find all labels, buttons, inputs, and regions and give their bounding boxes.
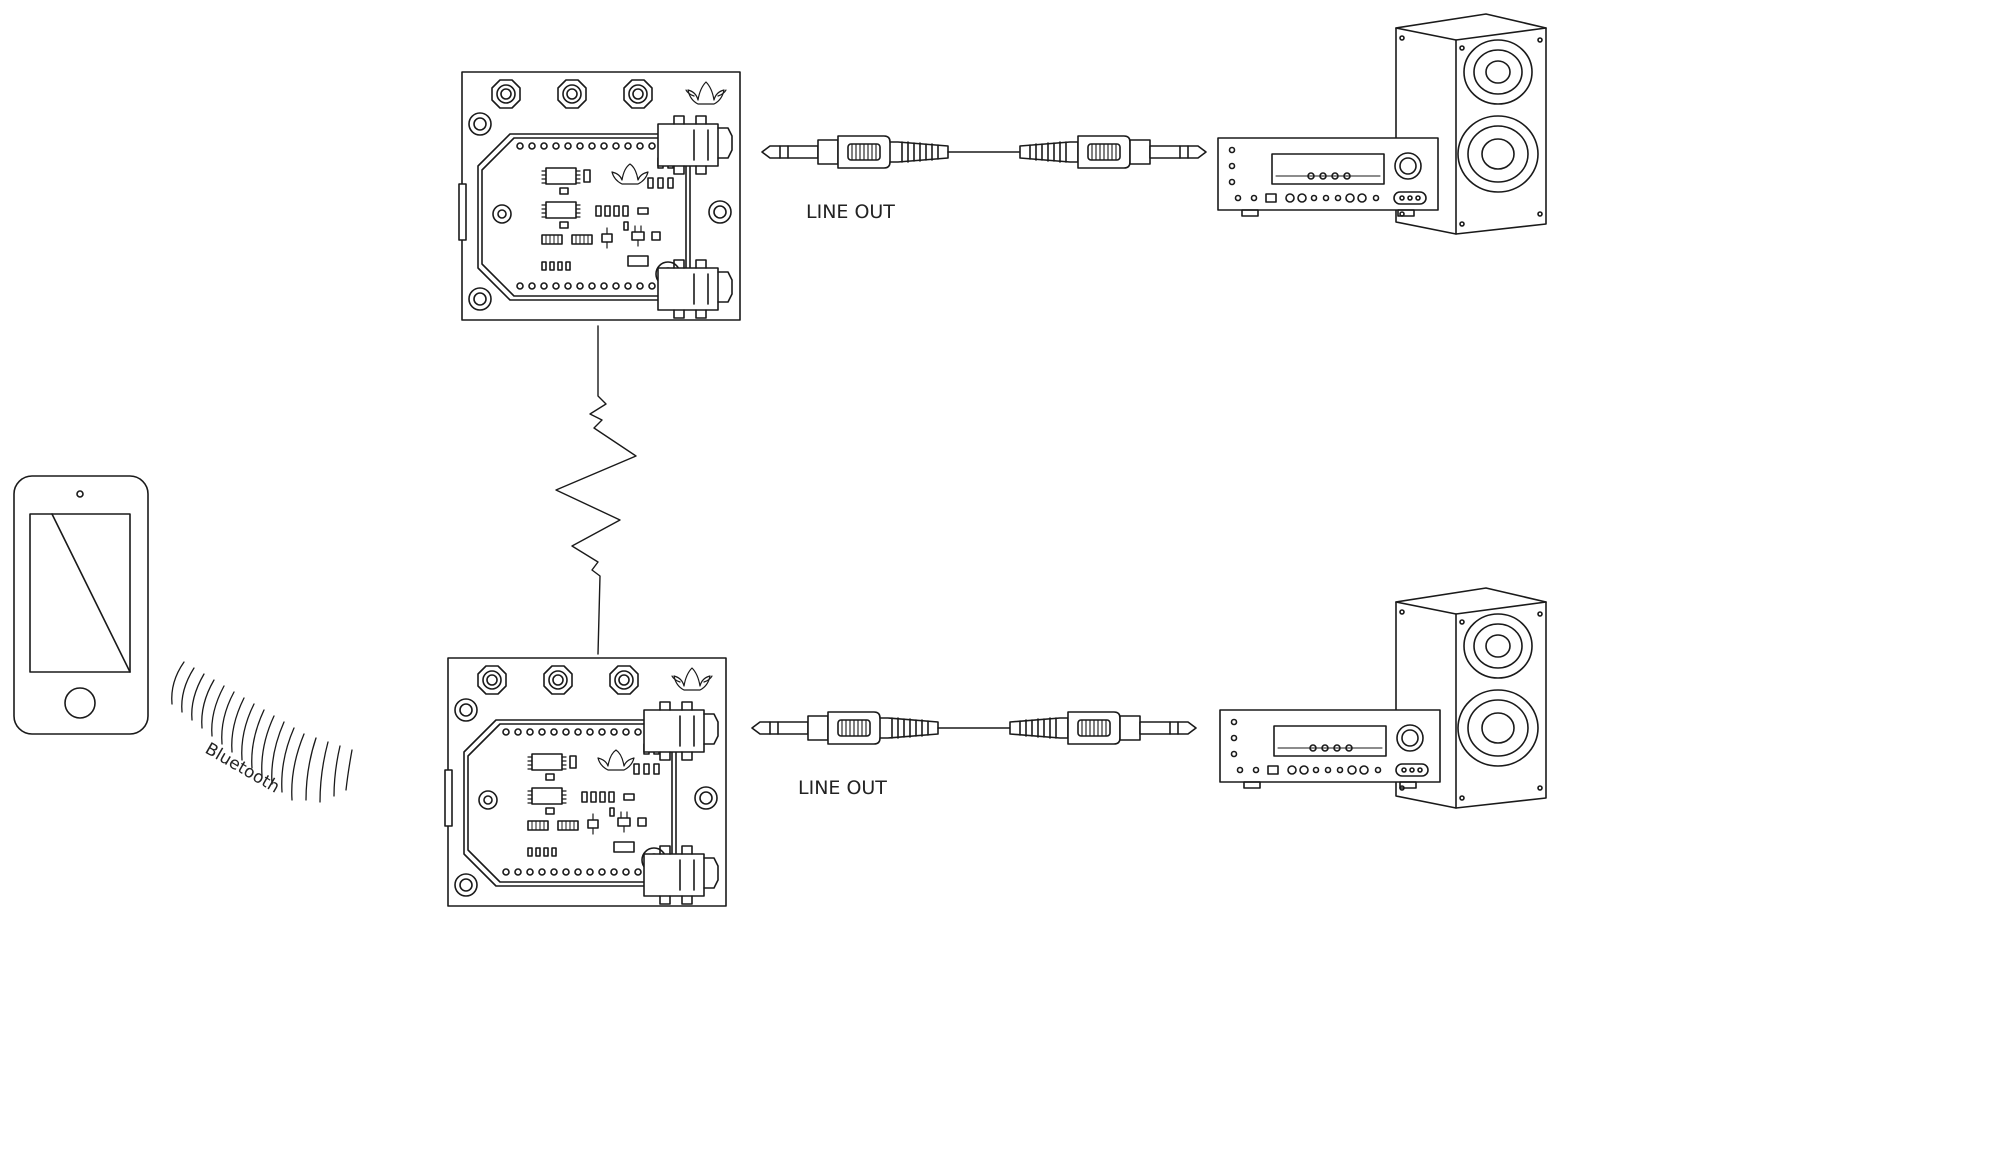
- amplifier-icon: [1217, 137, 1439, 217]
- audio-board-icon: [458, 71, 741, 321]
- audio-board-icon: [444, 657, 727, 907]
- audio-setup-diagram: Bluetooth LINE OUT LINE OUT: [13, 13, 1547, 907]
- line-out-label: LINE OUT: [798, 777, 887, 799]
- stereo-cable-icon: [751, 711, 1197, 745]
- phone-icon: [13, 475, 149, 735]
- stereo-cable-icon: [761, 135, 1207, 169]
- amplifier-icon: [1219, 709, 1441, 789]
- line-out-label: LINE OUT: [806, 201, 895, 223]
- bluetooth-waves-icon: [171, 661, 353, 803]
- wireless-link-icon: [555, 325, 637, 655]
